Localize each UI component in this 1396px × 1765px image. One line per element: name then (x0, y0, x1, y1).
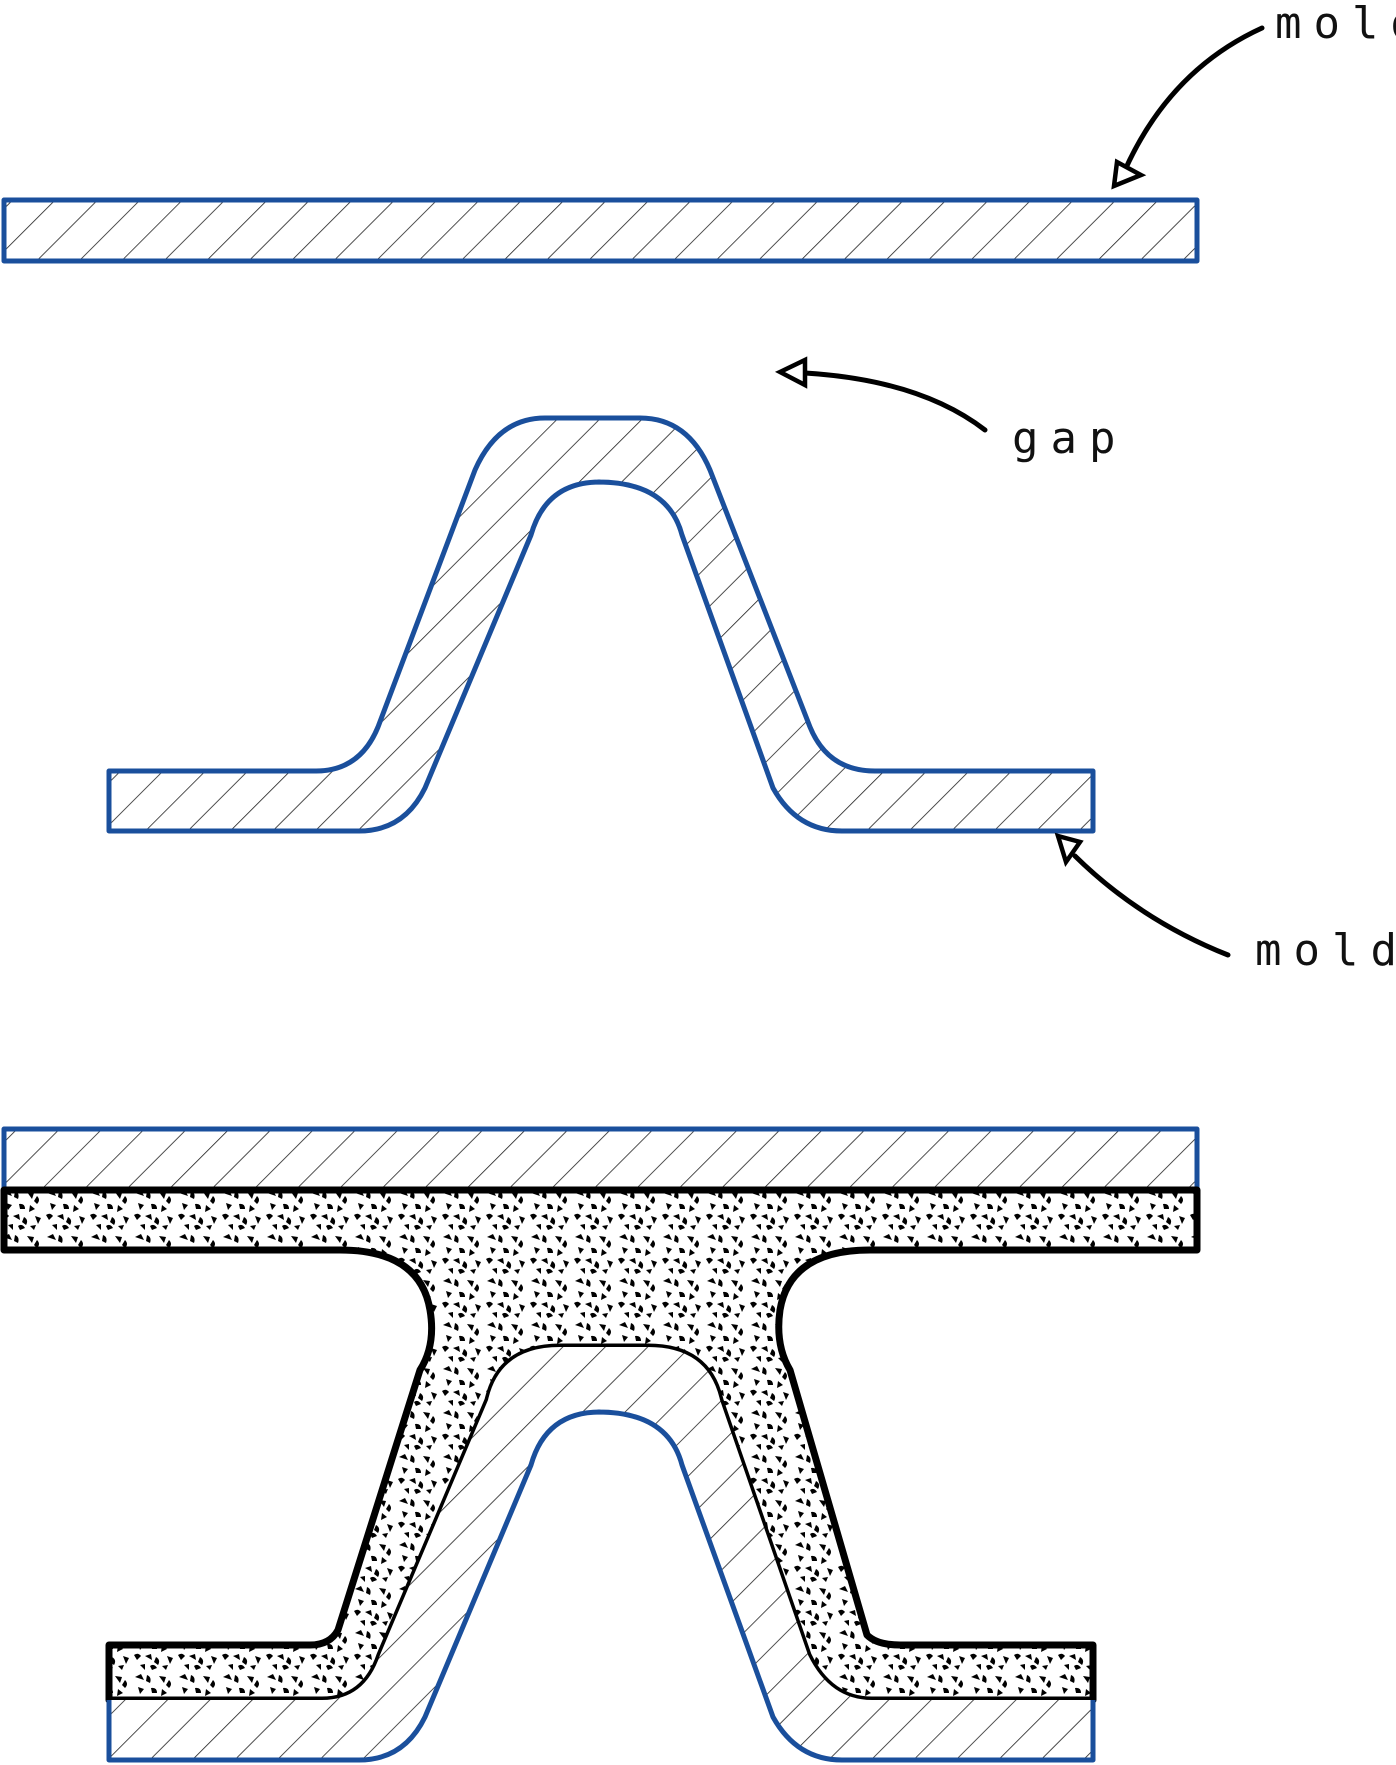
closed-top-mold-plate-body (1, 1126, 1200, 1193)
closed-top-mold-plate (1, 1126, 1200, 1193)
bottom-mold-open-body (106, 415, 1096, 834)
foam-fill (0, 1186, 1201, 1704)
foam-fill-body (0, 1186, 1201, 1704)
gap-arrow-head (774, 356, 808, 389)
mold-top-arrow (1111, 25, 1265, 190)
mold-bottom-arrow (1054, 832, 1231, 958)
mold-top-label: mold (1275, 0, 1396, 49)
top-mold-plate-body (1, 197, 1200, 264)
gap-arrow (774, 356, 988, 433)
gap-arrow-shaft (802, 370, 988, 433)
gap-label: gap (1012, 413, 1127, 464)
bottom-mold-open (106, 415, 1096, 834)
mold-top-arrow-head (1111, 158, 1147, 190)
mold-bottom-arrow-shaft (1072, 853, 1231, 958)
closed-bottom-mold-outline (106, 1409, 1096, 1763)
mold-bottom-label: mold (1255, 925, 1396, 976)
mold-top-arrow-shaft (1122, 25, 1265, 173)
top-mold-plate (1, 197, 1200, 264)
mold-bottom-arrow-head (1054, 832, 1084, 868)
closed-bottom-mold-hatch (109, 1347, 1093, 1760)
closed-bottom-mold (106, 1347, 1096, 1763)
